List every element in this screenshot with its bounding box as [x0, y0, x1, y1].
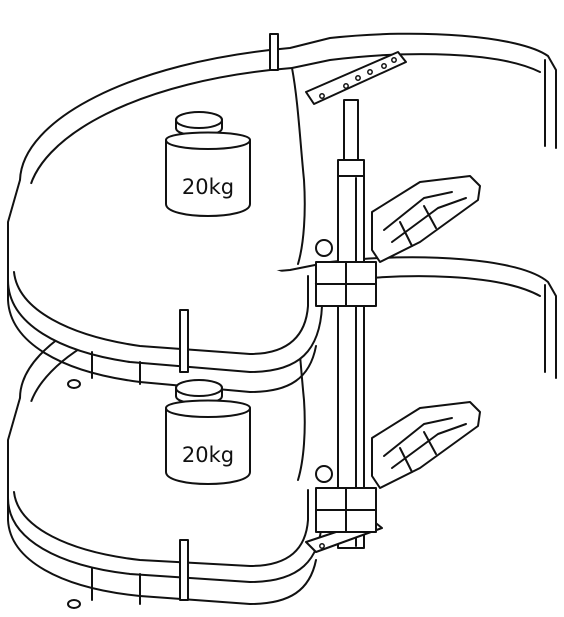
upper-bracket-block-line [315, 261, 377, 307]
lower-weight-shoulder [165, 407, 251, 418]
lower-tray-floor-edge [13, 489, 309, 567]
lower-arm-detail [383, 417, 467, 473]
lower-weight-knob-top [175, 379, 223, 397]
lower-tray-wall-lines [91, 567, 141, 605]
upper-weight-knob-top [175, 111, 223, 129]
lower-tray-bottom-edge [7, 497, 317, 605]
lower-weight-body [165, 399, 251, 485]
lower-tray-front-post [179, 539, 189, 601]
upper-tray [7, 32, 557, 393]
upper-tray-foot-left [67, 379, 81, 389]
upper-weight: 20kg [165, 111, 251, 217]
upper-tray-front-post [179, 309, 189, 373]
upper-weight-label: 20kg [182, 175, 234, 199]
lower-bracket-knob [315, 465, 333, 483]
upper-tray-notch [291, 67, 306, 265]
upper-tray-wall [7, 179, 323, 373]
upper-tray-bottom-edge [7, 279, 317, 393]
lower-arm-body [371, 401, 481, 489]
lower-tray-wall [7, 397, 323, 583]
lower-weight: 20kg [165, 379, 251, 485]
upper-bracket-knob [315, 239, 333, 257]
column-upper-post [343, 99, 359, 167]
upper-arm-detail [383, 191, 467, 247]
upper-tray-rim-outer [19, 32, 557, 181]
upper-weight-shoulder [165, 139, 251, 150]
upper-tray-wall-lines [91, 351, 141, 385]
column-main-tube [337, 175, 365, 549]
lower-weight-label: 20kg [182, 443, 234, 467]
upper-tray-floor-edge [13, 271, 309, 355]
center-column [305, 51, 407, 553]
bottom-plate-hole [319, 543, 325, 549]
upper-weight-body [165, 131, 251, 217]
mounting-plate-holes [319, 57, 397, 99]
upper-bracket [315, 175, 481, 307]
lower-tray-foot-left [67, 599, 81, 609]
upper-tray-rear-post [269, 33, 279, 71]
lower-bracket-block-line [315, 487, 377, 533]
lower-bracket [315, 401, 481, 533]
upper-tray-rim-inner [27, 53, 541, 197]
upper-arm-body [371, 175, 481, 263]
